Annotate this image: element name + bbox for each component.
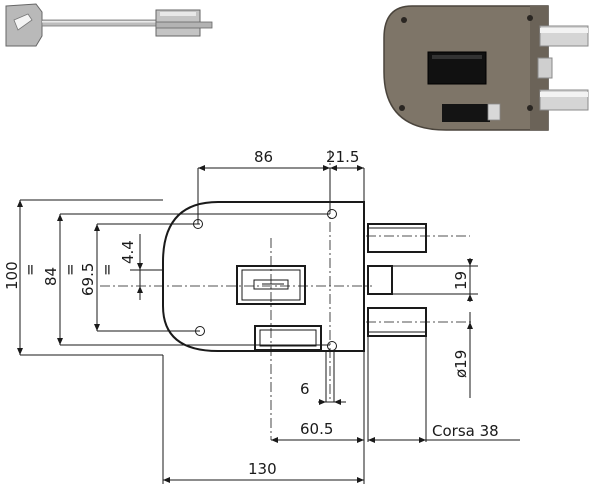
dim-19: 19 <box>452 271 470 290</box>
latch-window <box>254 325 322 351</box>
center-lines <box>100 150 474 440</box>
arrowheads <box>17 165 473 483</box>
lock-body-outline <box>162 201 365 352</box>
equal-100: = <box>21 263 39 276</box>
lock-photo <box>383 5 589 131</box>
dim-100: 100 <box>3 261 21 290</box>
dim-130: 130 <box>248 460 277 478</box>
dim-60-5: 60.5 <box>300 420 333 438</box>
key-photo <box>5 3 213 47</box>
dim-6: 6 <box>300 380 310 398</box>
dim-84: 84 <box>42 267 60 286</box>
equal-69-5: = <box>98 263 116 276</box>
dim-4-4: 4.4 <box>119 240 137 264</box>
extension-lines <box>20 168 478 484</box>
dim-phi-19: ø19 <box>452 350 470 378</box>
dim-69-5: 69.5 <box>79 263 97 296</box>
dim-corsa-38: Corsa 38 <box>432 422 499 440</box>
equal-84: = <box>61 263 79 276</box>
dim-86: 86 <box>254 148 273 166</box>
bolts <box>367 223 427 337</box>
dim-21-5: 21.5 <box>326 148 359 166</box>
keyhole-plate <box>236 265 306 305</box>
